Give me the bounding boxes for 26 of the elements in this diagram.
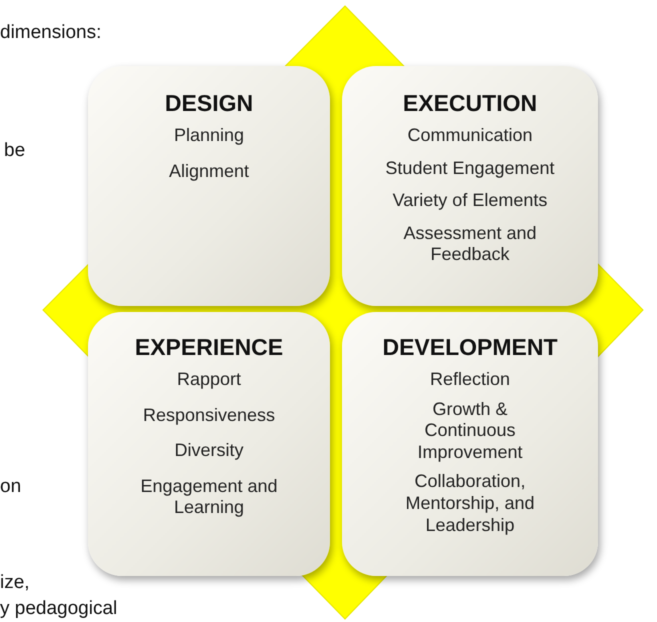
card-item: Diversity (174, 440, 244, 462)
card-item: Responsiveness (142, 404, 276, 426)
card-item: Engagement and Learning (139, 476, 279, 519)
rounded-card (342, 312, 598, 576)
card-item: Assessment and Feedback (402, 222, 538, 266)
rounded-card (88, 66, 330, 306)
text-fragment: ize, (0, 572, 30, 594)
card-item: Rapport (176, 369, 242, 391)
card-item: Collaboration, Mentorship, and Leadership (404, 471, 536, 536)
card-item: Alignment (168, 160, 250, 182)
card-heading: DESIGN (164, 90, 254, 117)
card-item: Communication (407, 125, 533, 147)
card-item: Planning (174, 125, 244, 147)
text-fragment: be (4, 140, 26, 162)
card-item: Student Engagement (385, 158, 555, 180)
rounded-card (88, 312, 330, 576)
card-item: Variety of Elements (392, 190, 548, 212)
card-heading: EXPERIENCE (134, 334, 284, 361)
card-item: Growth & Continuous Improvement (416, 398, 524, 464)
card-item: Reflection (430, 369, 510, 391)
text-fragment: dimensions: (0, 22, 102, 44)
card-heading: EXECUTION (402, 90, 538, 117)
card-heading: DEVELOPMENT (382, 334, 558, 361)
rounded-card (342, 66, 598, 306)
text-fragment: on (0, 476, 22, 498)
text-fragment: y pedagogical (0, 598, 118, 620)
